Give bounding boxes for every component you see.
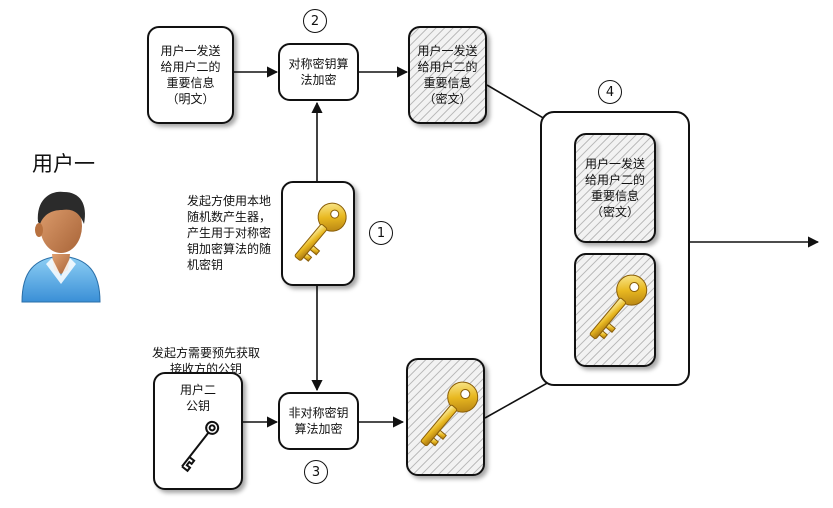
step-3-marker: 3: [304, 460, 328, 484]
asymmetric-encrypt-box: 非对称密钥 算法加密: [278, 392, 359, 450]
gold-key-icon: [294, 202, 347, 262]
user-two-public-key-label: 用户二 公钥: [179, 383, 216, 413]
plaintext-box: 用户一发送 给用户二的 重要信息 （明文）: [147, 26, 234, 124]
step-2-marker: 2: [303, 9, 327, 33]
gold-key-icon: [420, 381, 478, 447]
step-1-marker: 1: [369, 221, 393, 245]
ciphertext-box: 用户一发送 给用户二的 重要信息 （密文）: [408, 26, 487, 124]
gold-key-icon: [589, 274, 648, 340]
random-key-note: 发起方使用本地 随机数产生器， 产生用于对称密 钥加密算法的随 机密钥: [187, 194, 272, 272]
step-4-marker: 4: [598, 80, 622, 104]
user-avatar-icon: [21, 191, 101, 303]
package-encrypted-key-box: [574, 253, 656, 367]
user-two-public-key-box: 用户二 公钥: [153, 372, 243, 490]
package-ciphertext-box: 用户一发送 给用户二的 重要信息 （密文）: [574, 133, 656, 243]
encrypted-key-box: [406, 358, 485, 476]
random-key-box: [281, 181, 355, 286]
symmetric-encrypt-box: 对称密钥算 法加密: [278, 43, 359, 101]
user-one-title: 用户一: [32, 152, 95, 176]
skeleton-key-icon: [181, 420, 220, 473]
